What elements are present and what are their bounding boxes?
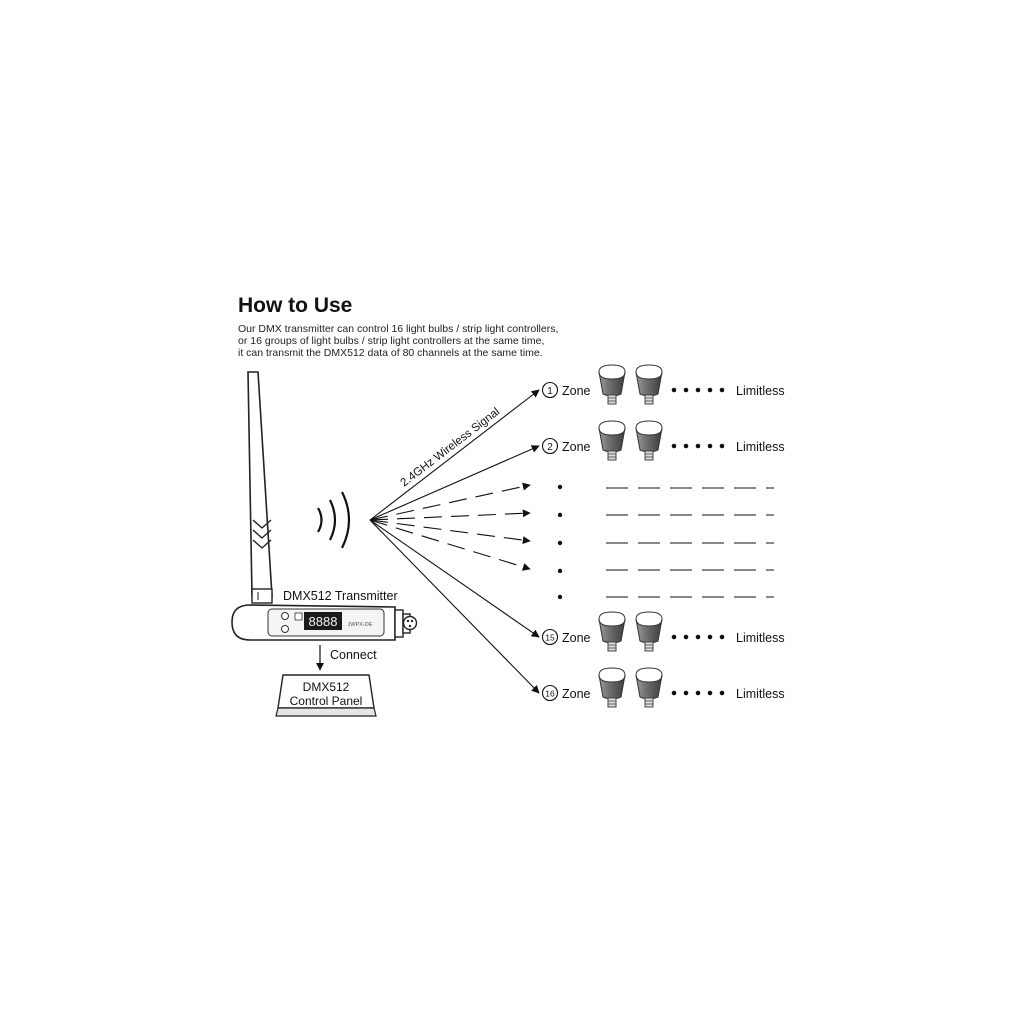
wireless-waves-icon bbox=[317, 491, 351, 549]
zone-suffix: Limitless bbox=[736, 687, 785, 701]
zone-suffix: Limitless bbox=[736, 440, 785, 454]
light-bulb-icon bbox=[598, 611, 626, 652]
transmitter-label: DMX512 Transmitter bbox=[283, 589, 398, 603]
light-bulb-icon bbox=[598, 420, 626, 461]
description-line-1: Our DMX transmitter can control 16 light… bbox=[238, 323, 559, 335]
placeholder-dashes bbox=[606, 487, 774, 598]
transmitter-button-1[interactable] bbox=[281, 612, 289, 620]
transmitter-button-2[interactable] bbox=[281, 625, 289, 633]
light-bulb-icon bbox=[635, 667, 663, 708]
antenna-icon bbox=[247, 371, 273, 604]
zone-number: 2 bbox=[547, 442, 553, 453]
transmitter-brand-mark: JWPX-DE bbox=[348, 622, 373, 628]
page-title: How to Use bbox=[238, 294, 353, 317]
transmitter-display: 8888 bbox=[309, 614, 338, 629]
zone-row: 15 Zone Limitless bbox=[541, 611, 785, 652]
zone-row: 1 Zone Limitless bbox=[541, 364, 785, 405]
xlr-connector-icon bbox=[394, 609, 418, 638]
signal-label: 2.4GHz Wireless Signal bbox=[399, 406, 503, 489]
control-panel-line-1: DMX512 bbox=[303, 680, 350, 694]
signal-lines bbox=[369, 389, 540, 694]
connect-label: Connect bbox=[330, 648, 377, 662]
zone-label: Zone bbox=[562, 631, 591, 645]
description-line-2: or 16 groups of light bulbs / strip ligh… bbox=[238, 335, 545, 347]
zone-row: 16 Zone Limitless bbox=[541, 667, 785, 708]
light-bulb-icon bbox=[635, 420, 663, 461]
zone-suffix: Limitless bbox=[736, 631, 785, 645]
dmx512-transmitter-device: 8888 JWPX-DE bbox=[231, 604, 396, 641]
zone-number: 16 bbox=[545, 689, 555, 699]
ellipsis-dots bbox=[557, 484, 563, 600]
description-line-3: it can transmit the DMX512 data of 80 ch… bbox=[238, 347, 543, 359]
control-panel-line-2: Control Panel bbox=[290, 694, 363, 708]
zone-suffix: Limitless bbox=[736, 384, 785, 398]
light-bulb-icon bbox=[635, 364, 663, 405]
light-bulb-icon bbox=[598, 364, 626, 405]
zone-label: Zone bbox=[562, 384, 591, 398]
zone-label: Zone bbox=[562, 687, 591, 701]
zone-number: 1 bbox=[547, 386, 553, 397]
zone-row: 2 Zone Limitless bbox=[541, 420, 785, 461]
zone-number: 15 bbox=[545, 633, 555, 643]
light-bulb-icon bbox=[598, 667, 626, 708]
zone-label: Zone bbox=[562, 440, 591, 454]
light-bulb-icon bbox=[635, 611, 663, 652]
dmx512-control-panel: DMX512 Control Panel bbox=[275, 674, 377, 717]
